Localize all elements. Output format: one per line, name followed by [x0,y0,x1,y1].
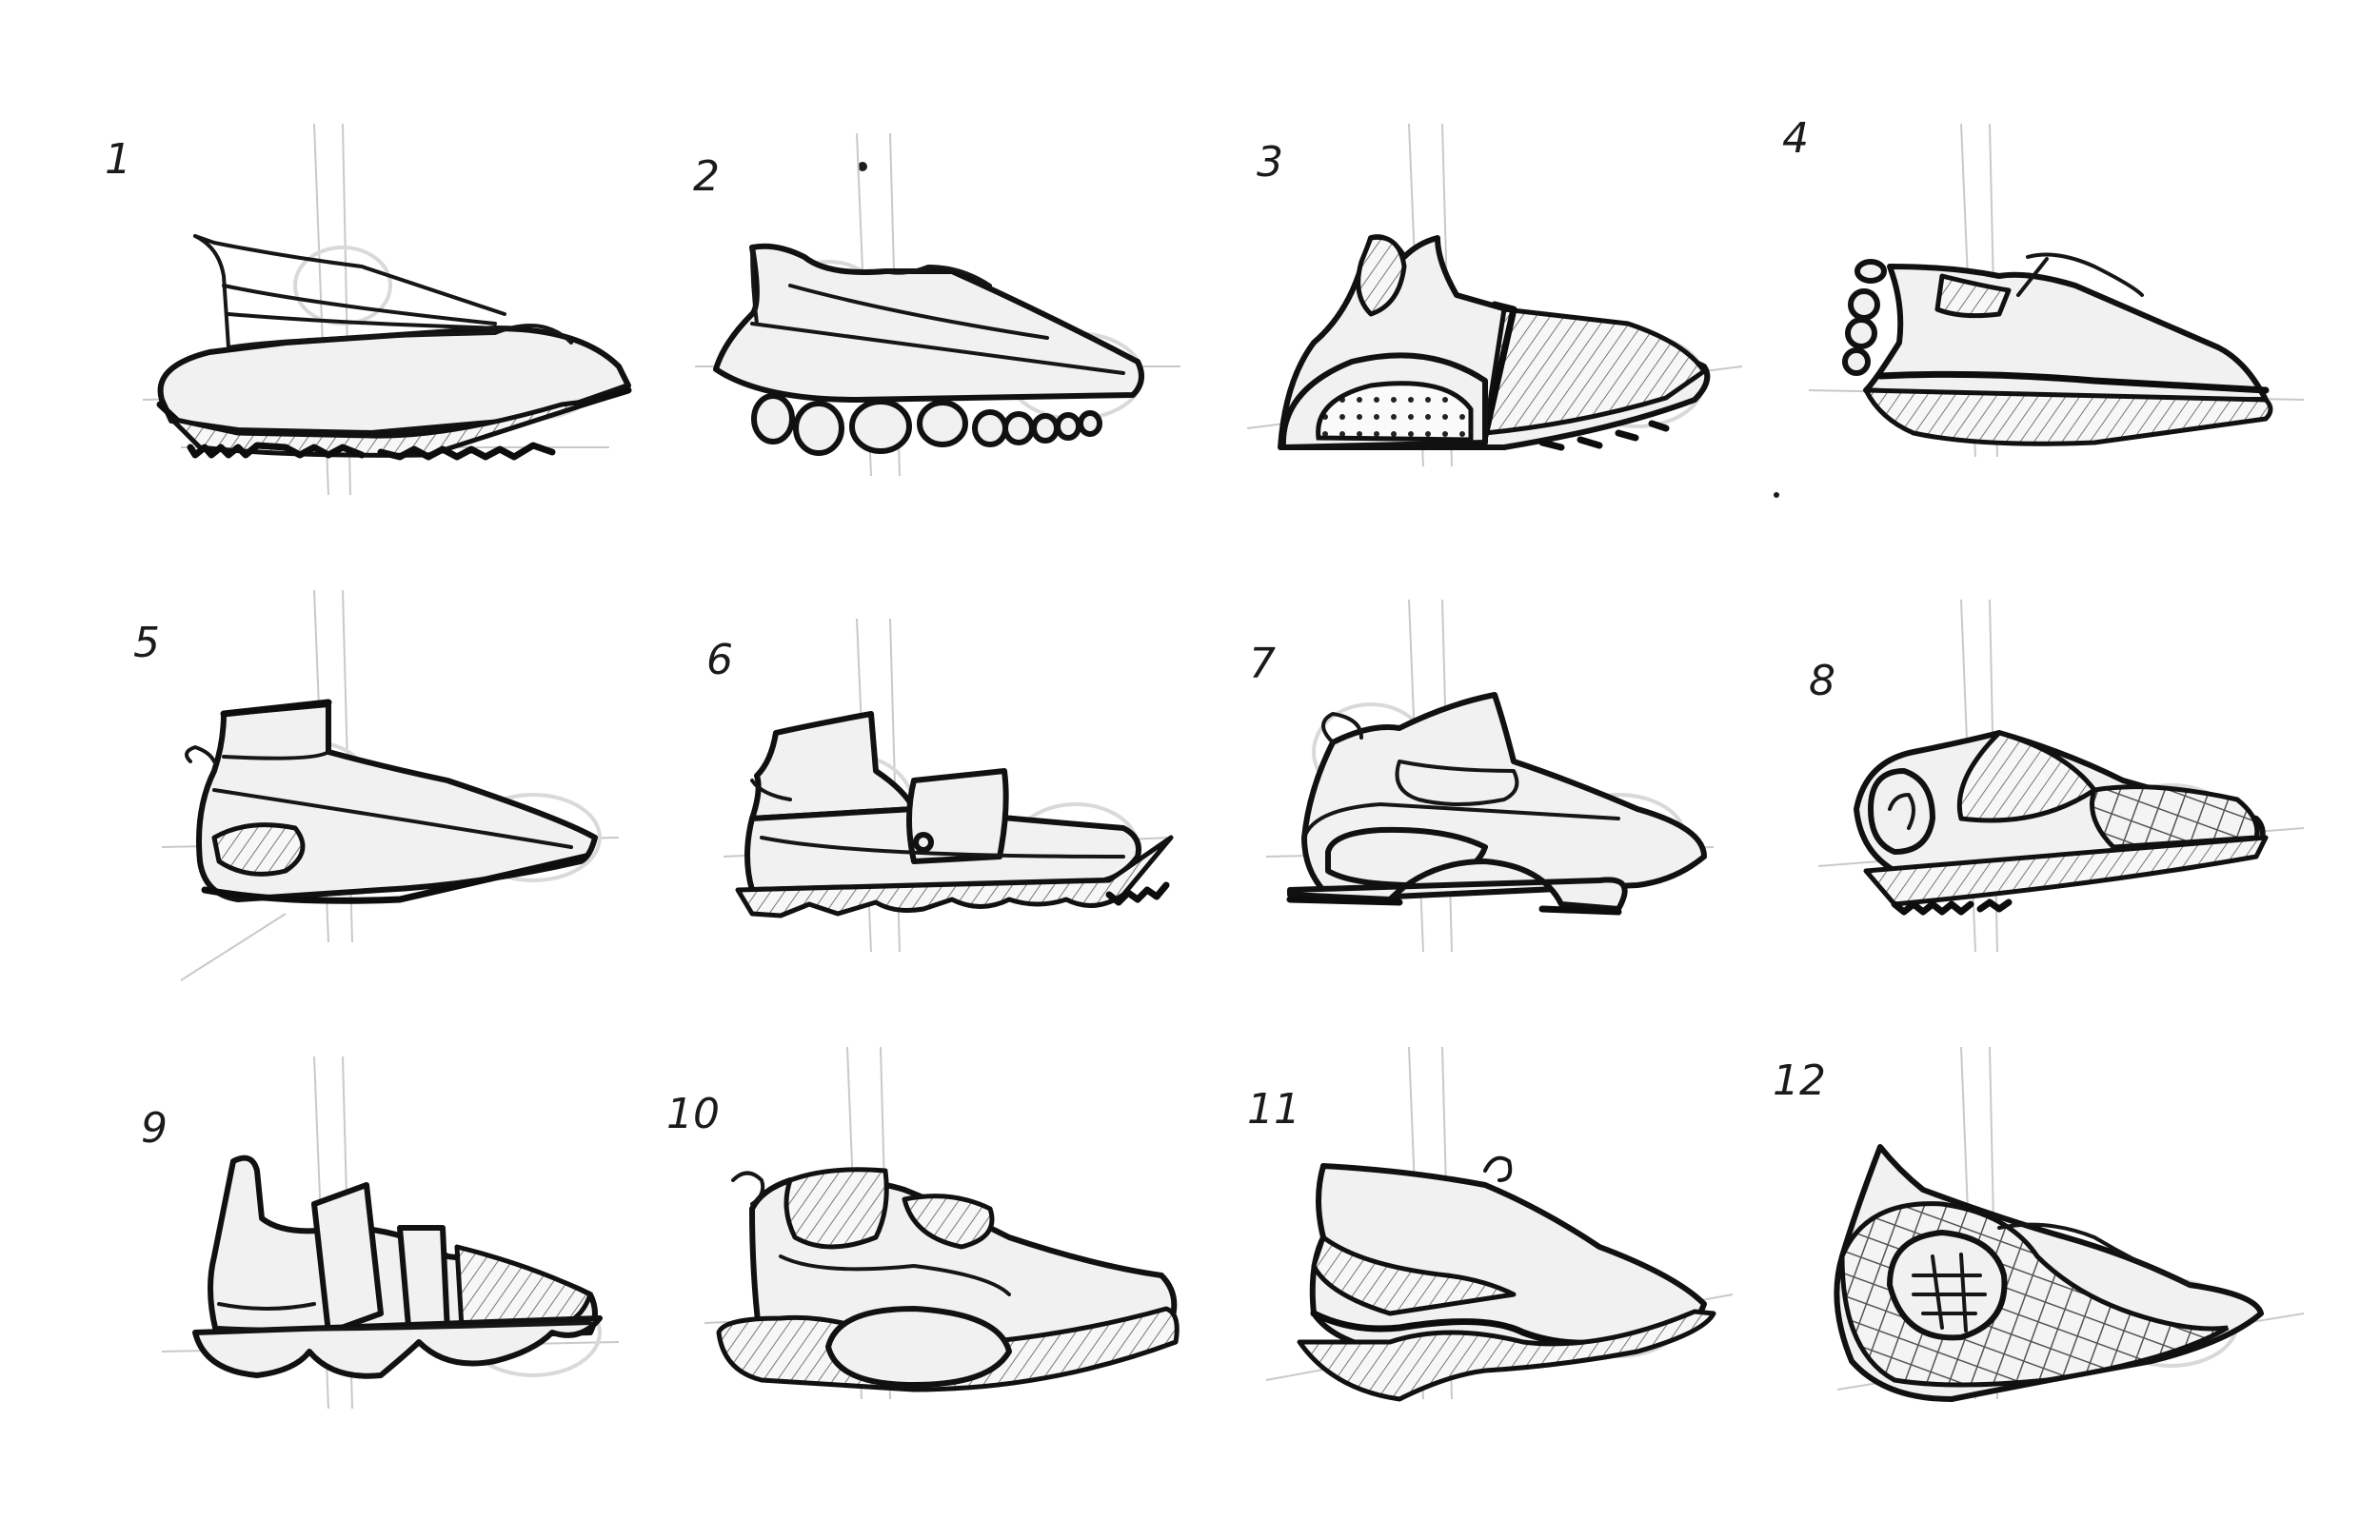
sketch-number-3: 3 [1257,138,1283,187]
shoe-sketch-7: 7 [1249,599,1715,953]
sketch-number-11: 11 [1247,1085,1300,1134]
sketch-number-4: 4 [1782,114,1809,163]
shoe-sketch-9: 9 [141,1056,620,1410]
shoe-sketch-8: 8 [1809,599,2305,953]
shoe-sketch-3: 3 [1246,123,1743,467]
shoe-sketch-5: 5 [133,589,620,981]
sketch-number-8: 8 [1809,657,1835,705]
shoe-sketch-1: 1 [105,123,632,496]
sketch-number-7: 7 [1249,640,1276,688]
sketch-number-9: 9 [141,1104,168,1153]
shoe-sketch-12: 12 [1773,1046,2305,1402]
shoe-sketch-2: 2 [693,132,1180,477]
sketch-number-1: 1 [105,135,131,184]
shoe-sketch-10: 10 [666,1046,1180,1400]
shoe-sketch-11: 11 [1247,1046,1734,1402]
sketch-number-10: 10 [666,1090,720,1138]
sketch-number-12: 12 [1773,1056,1826,1105]
sketch-number-6: 6 [706,636,733,684]
shoe-sketch-4: 4 [1774,114,2305,498]
sketch-number-2: 2 [693,152,720,201]
shoe-sketch-6: 6 [706,618,1174,953]
sketch-number-5: 5 [133,619,160,667]
